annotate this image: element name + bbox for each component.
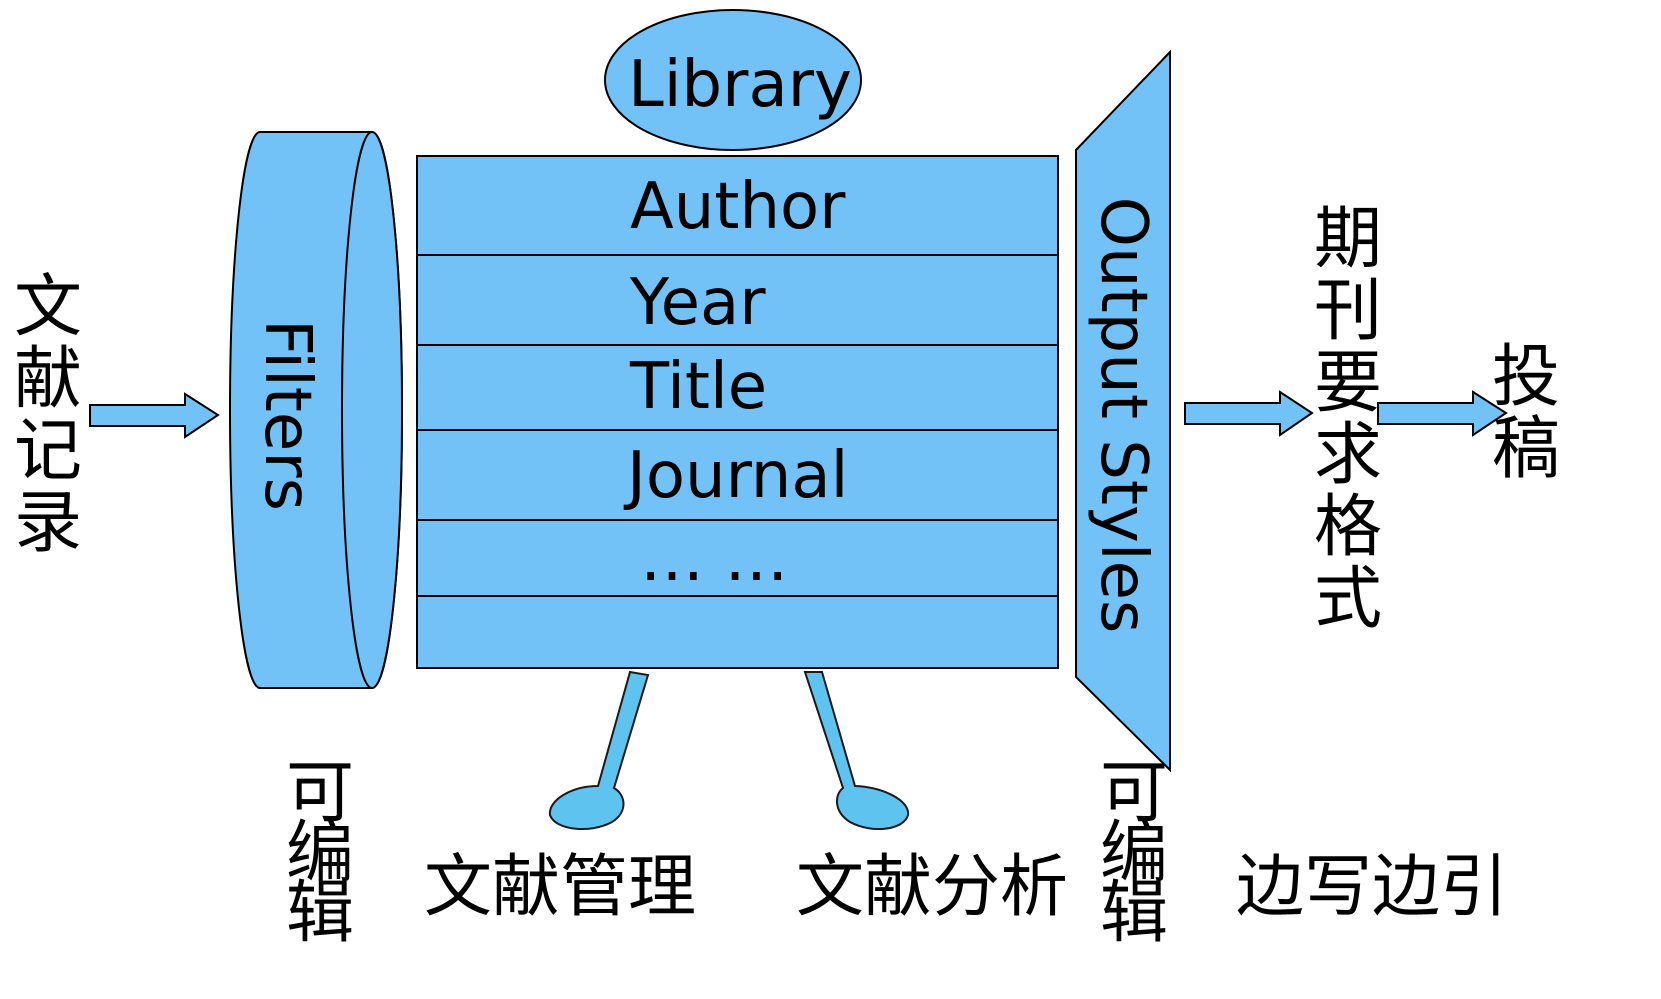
- input-label: 文 献 记 录: [14, 268, 82, 563]
- literature-analysis-label: 文献分析: [796, 848, 1068, 927]
- journal-char-4: 求: [1314, 416, 1382, 495]
- output-note-char-2: 编: [1100, 814, 1168, 893]
- output-note-char-1: 可: [1100, 754, 1168, 833]
- fields-table: Author Year Title Journal … …: [416, 155, 1059, 669]
- filters-note-char-3: 辑: [286, 874, 354, 953]
- journal-format-label: 期 刊 要 求 格 式: [1314, 200, 1382, 639]
- input-char-4: 录: [14, 484, 82, 563]
- field-more: … …: [640, 522, 788, 596]
- right-arrow-icon: [89, 392, 220, 439]
- library-node: Library: [604, 9, 862, 151]
- field-year: Year: [629, 266, 766, 340]
- output-editable-note: 可 编 辑: [1100, 754, 1168, 953]
- output-note-char-3: 辑: [1100, 874, 1168, 953]
- journal-char-3: 要: [1314, 344, 1382, 423]
- filters-label: Filters: [250, 319, 324, 511]
- input-char-1: 文: [14, 268, 82, 347]
- legs: [548, 670, 910, 830]
- submit-char-2: 稿: [1492, 410, 1560, 489]
- library-label: Library: [628, 48, 852, 122]
- filters-note-char-1: 可: [286, 754, 354, 833]
- field-title: Title: [629, 350, 767, 424]
- right-leg-icon: [803, 671, 910, 830]
- journal-char-2: 刊: [1314, 272, 1382, 351]
- cite-while-writing-label: 边写边引: [1236, 848, 1508, 927]
- output-styles-shape: Output Styles: [1075, 49, 1171, 773]
- literature-management-label: 文献管理: [424, 848, 696, 927]
- output-styles-label: Output Styles: [1086, 197, 1160, 634]
- filters-editable-note: 可 编 辑: [286, 754, 354, 953]
- input-char-3: 记: [14, 412, 82, 491]
- field-journal: Journal: [623, 439, 848, 513]
- submit-char-1: 投: [1492, 338, 1560, 417]
- journal-char-5: 格: [1314, 488, 1382, 567]
- field-author: Author: [630, 170, 846, 244]
- input-char-2: 献: [14, 340, 82, 419]
- journal-char-6: 式: [1314, 560, 1382, 639]
- submit-label: 投 稿: [1492, 338, 1560, 489]
- left-leg-icon: [548, 670, 650, 830]
- filters-cylinder: Filters: [229, 131, 403, 689]
- journal-char-1: 期: [1314, 200, 1382, 279]
- filters-note-char-2: 编: [286, 814, 354, 893]
- right-arrow-icon: [1184, 390, 1314, 437]
- right-arrow-icon: [1377, 390, 1508, 437]
